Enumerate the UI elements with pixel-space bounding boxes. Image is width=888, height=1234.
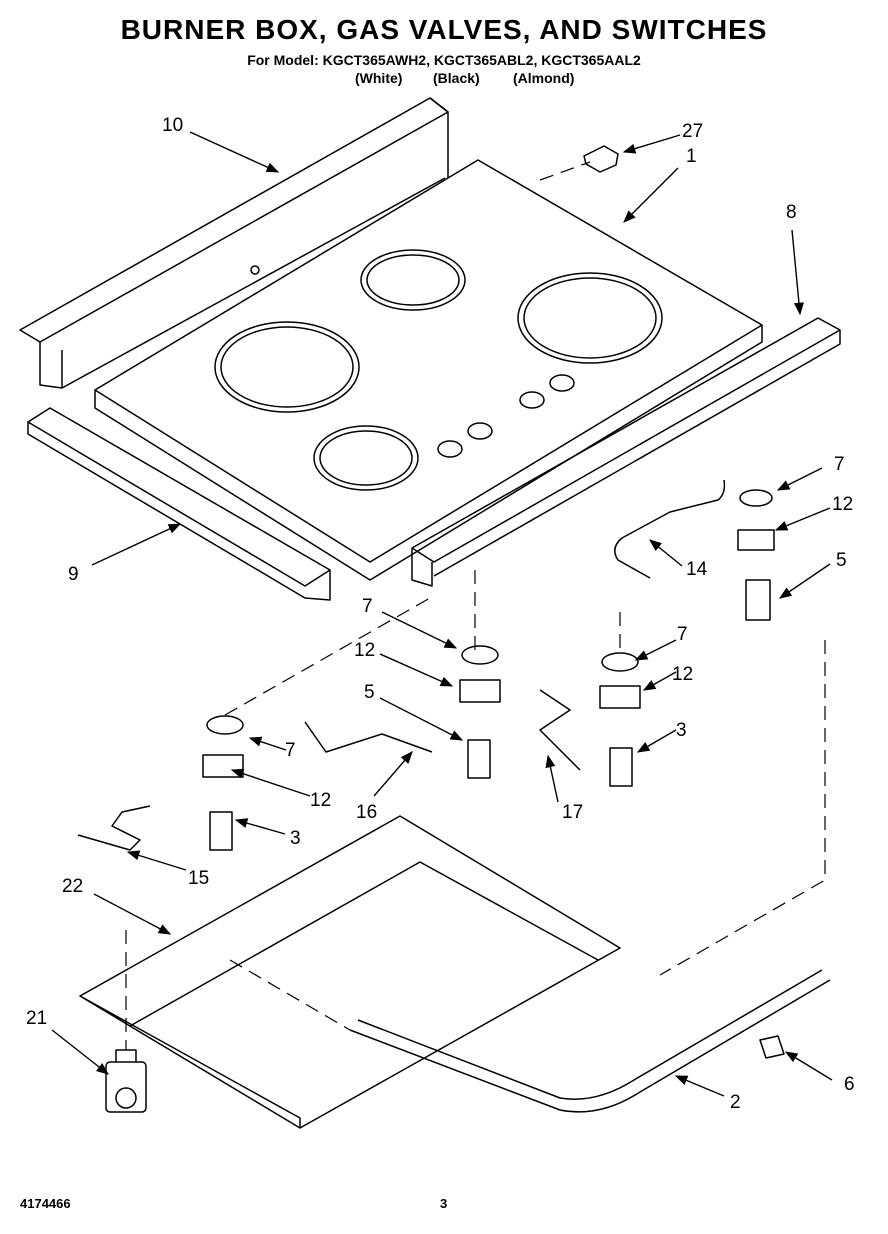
callout-12-b: 12 (354, 640, 375, 661)
color-label-almond: (Almond) (513, 70, 575, 86)
callout-1: 1 (686, 146, 697, 167)
leader-lines (51, 131, 833, 1097)
callout-labels: 10 27 1 8 9 7 12 5 14 7 12 5 7 12 3 7 12… (26, 115, 855, 1113)
callout-5-a: 5 (836, 550, 847, 571)
callout-21: 21 (26, 1008, 47, 1029)
callout-7-d: 7 (285, 740, 296, 761)
color-label-white: (White) (355, 70, 403, 86)
regulator-part (105, 1049, 147, 1113)
fitting-part (759, 1035, 785, 1059)
diagram-title: BURNER BOX, GAS VALVES, AND SWITCHES (120, 14, 768, 45)
callout-27: 27 (682, 121, 703, 142)
callout-3-b: 3 (290, 828, 301, 849)
callout-22: 22 (62, 876, 83, 897)
callout-3-a: 3 (676, 720, 687, 741)
cooktop-part (94, 159, 763, 581)
callout-5-b: 5 (364, 682, 375, 703)
side-rail-part (27, 407, 331, 601)
callout-9: 9 (68, 564, 79, 585)
callout-12-d: 12 (310, 790, 331, 811)
callout-6: 6 (844, 1074, 855, 1095)
callout-8: 8 (786, 202, 797, 223)
callout-12-a: 12 (832, 494, 853, 515)
callout-7-a: 7 (834, 454, 845, 475)
burner-box-pan (79, 815, 621, 1129)
callout-10: 10 (162, 115, 183, 136)
clip-part (583, 145, 619, 173)
callout-16: 16 (356, 802, 377, 823)
callout-14: 14 (686, 559, 708, 580)
callout-17: 17 (562, 802, 583, 823)
front-rail-part (411, 317, 841, 587)
page-number: 3 (440, 1196, 448, 1211)
color-label-black: (Black) (433, 70, 480, 86)
callout-12-c: 12 (672, 664, 693, 685)
callout-15: 15 (188, 868, 209, 889)
valve-components (202, 489, 775, 851)
model-line: For Model: KGCT365AWH2, KGCT365ABL2, KGC… (247, 52, 641, 68)
rear-rail-part (19, 97, 449, 389)
part-number: 4174466 (20, 1196, 71, 1211)
manifold-part (349, 979, 831, 1113)
callout-2: 2 (730, 1092, 741, 1113)
reference-lines (125, 161, 826, 1050)
gas-tubes (77, 479, 726, 851)
callout-7-b: 7 (362, 596, 373, 617)
callout-7-c: 7 (677, 624, 688, 645)
